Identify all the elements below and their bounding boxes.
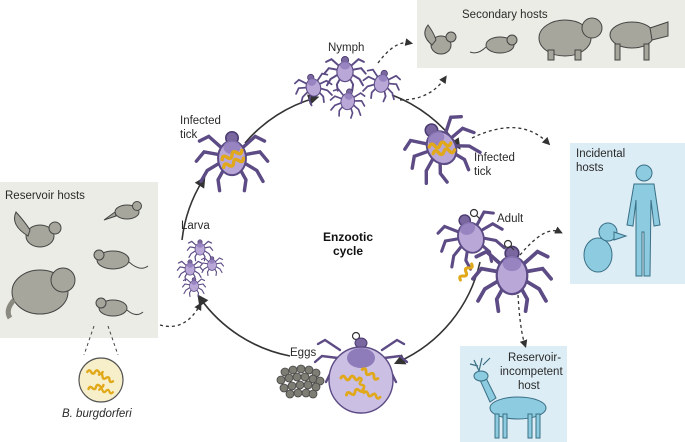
reservoir-incompetent-label-line3: host bbox=[518, 380, 540, 392]
infected-tick-left-label-line1: Infected bbox=[180, 115, 221, 127]
incidental-hosts-label-line1: Incidental bbox=[576, 148, 626, 160]
eggs-label: Eggs bbox=[290, 347, 317, 359]
nymph-tick-group bbox=[291, 55, 404, 121]
human-icon bbox=[626, 164, 661, 277]
infected-tick-right-label-line1: Infected bbox=[474, 152, 515, 164]
magnifier-icon bbox=[351, 208, 515, 343]
larva-label: Larva bbox=[181, 220, 210, 232]
secondary-hosts-label: Secondary hosts bbox=[462, 9, 548, 21]
dog-icon bbox=[583, 222, 628, 273]
incidental-hosts-label-line2: hosts bbox=[576, 162, 604, 174]
bird-icon bbox=[103, 201, 142, 221]
adult-label: Adult bbox=[497, 213, 524, 225]
adult-tick-lower bbox=[471, 244, 553, 313]
larva-tick-group bbox=[176, 239, 225, 298]
secondary-hosts-animals bbox=[424, 17, 669, 61]
reservoir-hosts-animals bbox=[5, 201, 149, 320]
center-title-line1: Enzootic bbox=[323, 230, 373, 244]
nymph-tick bbox=[327, 85, 368, 121]
mouse-icon bbox=[95, 297, 144, 317]
nymph-tick bbox=[358, 64, 404, 106]
bacteria-magnifier bbox=[78, 325, 124, 403]
deer-icon bbox=[469, 357, 547, 439]
infected-tick-right-label-line2: tick bbox=[474, 166, 492, 178]
squirrel-icon bbox=[424, 24, 457, 55]
chipmunk-icon bbox=[14, 211, 62, 248]
egg-mass bbox=[276, 364, 325, 399]
reservoir-incompetent-label-line1: Reservoir- bbox=[508, 352, 562, 364]
reservoir-incompetent-box bbox=[460, 346, 567, 442]
reservoir-hosts-label: Reservoir hosts bbox=[5, 190, 85, 202]
nymph-tick bbox=[323, 55, 367, 92]
dashed-host-arrows bbox=[159, 38, 563, 348]
infected-tick-right bbox=[395, 105, 491, 196]
raccoon-icon bbox=[538, 17, 603, 61]
raccoon-icon bbox=[5, 267, 76, 320]
mouse-icon bbox=[93, 249, 149, 270]
nymph-tick bbox=[291, 68, 337, 110]
mouse-icon bbox=[469, 34, 518, 54]
pathogen-label: B. burgdorferi bbox=[62, 408, 132, 420]
engorged-female-tick bbox=[313, 337, 409, 414]
nymph-label: Nymph bbox=[328, 42, 365, 54]
center-title-line2: cycle bbox=[332, 244, 364, 258]
infected-tick-left bbox=[194, 130, 270, 193]
reservoir-incompetent-label-line2: incompetent bbox=[500, 366, 563, 378]
incidental-hosts-figures bbox=[583, 164, 661, 277]
wolf-icon bbox=[609, 21, 669, 61]
infected-tick-left-label-line2: tick bbox=[180, 129, 198, 141]
